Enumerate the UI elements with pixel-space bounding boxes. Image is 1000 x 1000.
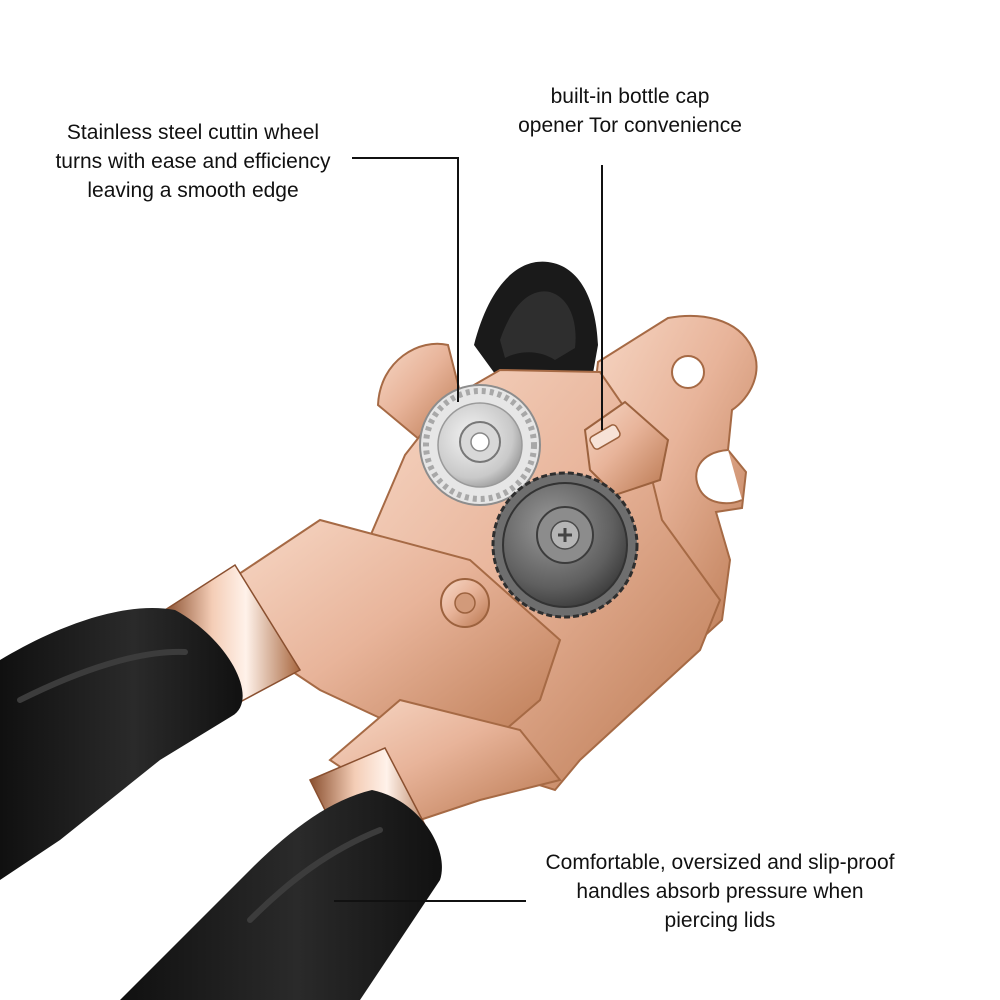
blade-wheel — [491, 471, 639, 619]
callout-line: Comfortable, oversized and slip-proof — [545, 851, 895, 874]
callout-line: opener Tor convenience — [518, 114, 742, 137]
callout-bottle-opener: built-in bottle cap opener Tor convenien… — [470, 82, 790, 140]
leader-lines — [334, 157, 603, 902]
leader-line-cutting-wheel — [352, 157, 459, 402]
lower-handle-highlight — [247, 827, 383, 923]
callout-line: handles absorb pressure when — [576, 880, 864, 903]
opener-notch — [695, 449, 743, 505]
upper-handle-grip — [0, 608, 243, 880]
cutting-wheel-gear — [419, 384, 541, 506]
hanging-hole — [671, 355, 705, 389]
pivot-rivet-center — [454, 592, 476, 614]
callout-line: Stainless steel cuttin wheel — [66, 121, 320, 144]
bottle-opener-bracket — [583, 400, 670, 497]
bracket-slot — [589, 424, 621, 450]
callout-line: turns with ease and efficiency — [55, 150, 331, 173]
black-tab-inner — [500, 291, 576, 360]
upper-handle-highlight — [17, 648, 188, 703]
callout-line: built-in bottle cap — [550, 85, 710, 108]
callout-line: piercing lids — [664, 909, 776, 932]
callout-cutting-wheel: Stainless steel cuttin wheel turns with … — [28, 118, 358, 205]
callout-handles: Comfortable, oversized and slip-proof ha… — [470, 848, 970, 935]
callout-line: leaving a smooth edge — [87, 179, 299, 202]
